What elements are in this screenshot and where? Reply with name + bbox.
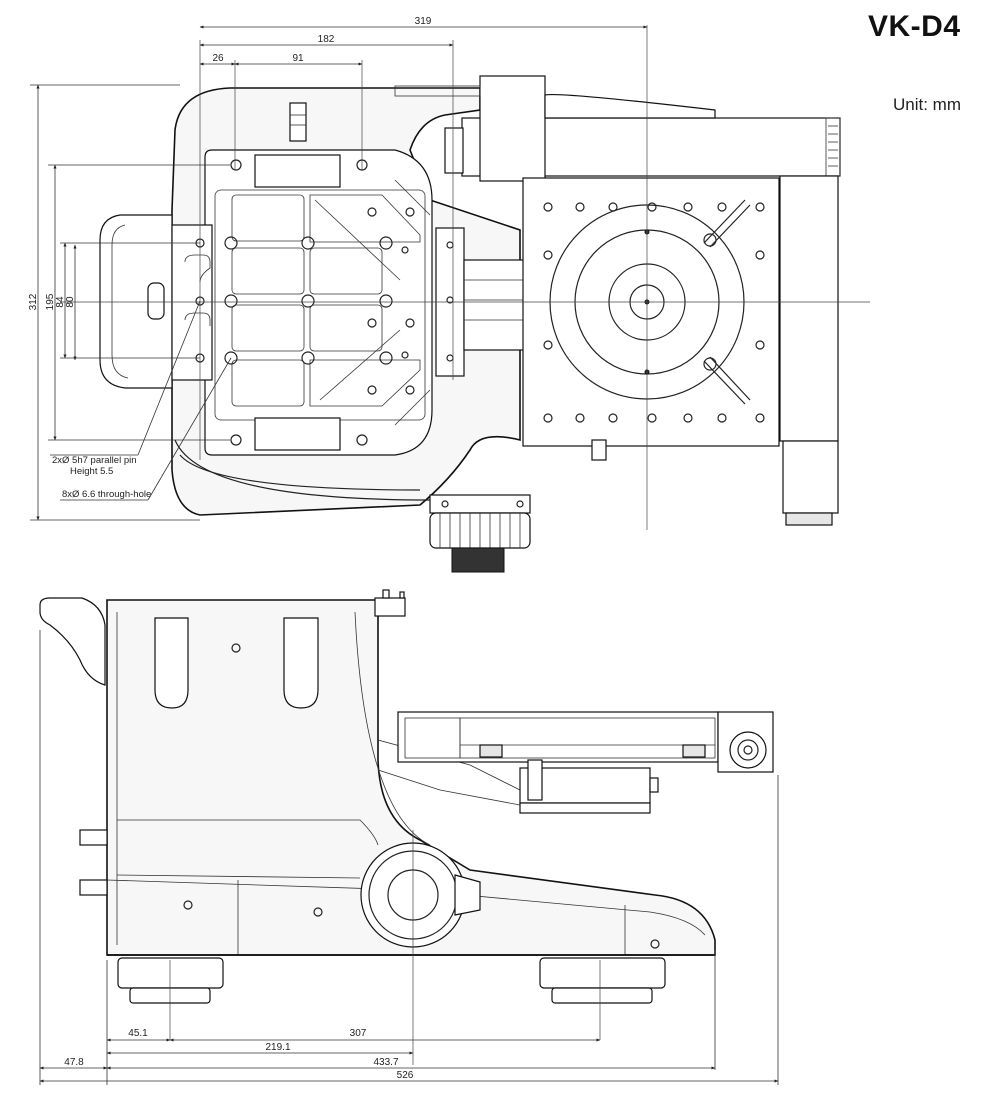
- dim-45-1: 45.1: [128, 1028, 148, 1039]
- note-pin-line2: Height 5.5: [70, 466, 113, 477]
- note-holes: 8xØ 6.6 through-hole: [62, 489, 151, 500]
- dim-433-7: 433.7: [373, 1057, 398, 1068]
- note-pin-line1: 2xØ 5h7 parallel pin: [52, 455, 137, 466]
- top-left-handle: [99, 214, 173, 389]
- dim-26: 26: [212, 53, 224, 64]
- dim-526: 526: [397, 1070, 414, 1081]
- side-view: [39, 589, 774, 1065]
- model-title: VK-D4: [868, 10, 961, 43]
- top-dimensions: 319 182 26 91 312 195 84 80 2xØ 5h7 para…: [28, 16, 648, 521]
- side-foot-right: [539, 957, 666, 989]
- dim-182: 182: [318, 34, 335, 45]
- plate-grid: [231, 179, 431, 426]
- side-foot-left: [117, 957, 224, 989]
- top-base-plate: [204, 149, 433, 456]
- side-main-body: [106, 599, 716, 956]
- dim-47-8: 47.8: [64, 1057, 84, 1068]
- top-xy-stage: [522, 177, 780, 447]
- unit-label: Unit: mm: [893, 95, 961, 114]
- dim-307: 307: [350, 1028, 367, 1039]
- dim-319: 319: [415, 16, 432, 27]
- dim-312: 312: [28, 293, 39, 310]
- dim-219-1: 219.1: [265, 1042, 290, 1053]
- stage-holes: [543, 202, 765, 423]
- dim-80: 80: [65, 296, 76, 308]
- dim-195: 195: [45, 293, 56, 310]
- side-dimensions: 45.1 307 219.1 433.7 47.8 526: [39, 630, 779, 1085]
- top-view: [60, 25, 870, 573]
- dim-91: 91: [292, 53, 304, 64]
- dim-84: 84: [55, 296, 66, 308]
- side-handle: [39, 597, 106, 686]
- side-xy-stage: [397, 711, 719, 763]
